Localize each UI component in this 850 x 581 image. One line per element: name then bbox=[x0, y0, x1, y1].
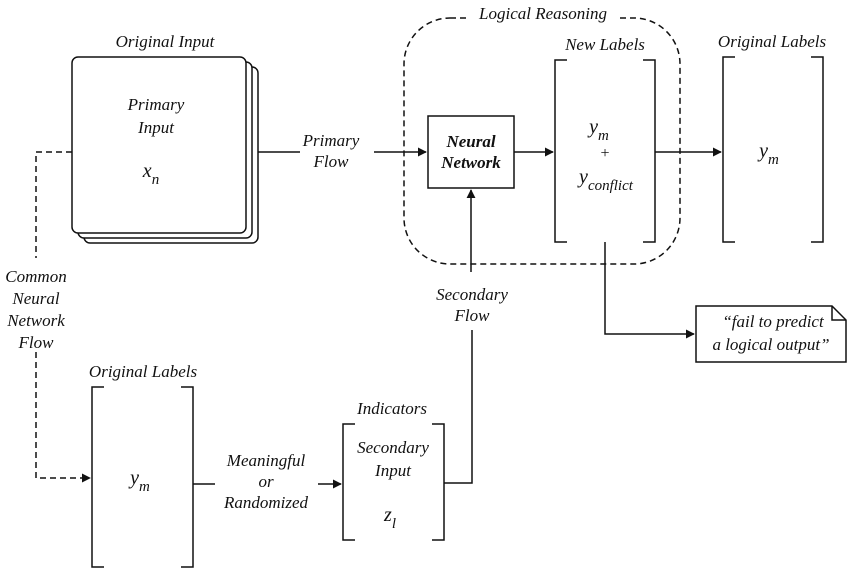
primary-input-label-2: Input bbox=[137, 118, 175, 137]
transform-label-2: or bbox=[258, 472, 274, 491]
secondary-flow-label-1: Secondary bbox=[436, 285, 508, 304]
common-flow-dashed-bottom bbox=[35, 352, 91, 483]
fail-note-line-1: “fail to predict bbox=[722, 312, 825, 331]
new-labels-title: New Labels bbox=[564, 35, 645, 54]
fail-note-box bbox=[695, 305, 847, 363]
neural-network-box bbox=[427, 115, 515, 189]
common-flow-label-4: Flow bbox=[18, 333, 55, 352]
secondary-flow-label-2: Flow bbox=[454, 306, 491, 325]
indicators-left-bracket bbox=[342, 423, 355, 541]
transform-label-3: Randomized bbox=[223, 493, 309, 512]
original-labels-top-left-bracket bbox=[722, 56, 735, 243]
common-flow-label-2: Neural bbox=[11, 289, 60, 308]
new-labels-yconflict: yconflict bbox=[577, 166, 634, 194]
indicators-variable: zl bbox=[383, 504, 396, 532]
original-labels-bottom-left-bracket bbox=[91, 386, 104, 568]
original-labels-bottom-title: Original Labels bbox=[89, 362, 198, 381]
original-labels-top-title: Original Labels bbox=[718, 32, 827, 51]
original-labels-top-right-bracket bbox=[811, 56, 824, 243]
new-labels-plus: + bbox=[600, 145, 609, 162]
indicators-label-1: Secondary bbox=[357, 438, 429, 457]
new-labels-ym: ym bbox=[587, 116, 609, 144]
logical-reasoning-title-bg bbox=[466, 3, 620, 25]
indicators-right-bracket bbox=[432, 423, 445, 541]
fail-note-fold bbox=[831, 306, 846, 321]
original-input-title: Original Input bbox=[116, 32, 216, 51]
common-flow-label-1: Common bbox=[5, 267, 66, 286]
indicators-label-2: Input bbox=[374, 461, 412, 480]
original-labels-bottom-right-bracket bbox=[181, 386, 194, 568]
original-labels-bottom-ym: ym bbox=[128, 467, 150, 495]
fail-note-arrow bbox=[604, 242, 695, 339]
new-labels-left-bracket bbox=[554, 59, 567, 243]
neural-network-label-1: Neural bbox=[445, 132, 495, 151]
fail-note-line-2: a logical output” bbox=[712, 335, 829, 354]
secondary-flow-line-lower bbox=[444, 330, 473, 484]
neural-network-label-2: Network bbox=[440, 153, 501, 172]
original-input-stack bbox=[71, 56, 259, 244]
transform-label-1: Meaningful bbox=[226, 451, 306, 470]
indicators-title: Indicators bbox=[356, 399, 427, 418]
original-labels-top-ym: ym bbox=[757, 140, 779, 168]
logical-reasoning-title: Logical Reasoning bbox=[478, 4, 607, 23]
primary-flow-label-2: Flow bbox=[313, 152, 350, 171]
common-flow-dashed-top bbox=[35, 151, 72, 258]
primary-flow-label-1: Primary bbox=[302, 131, 360, 150]
primary-input-variable: xn bbox=[142, 160, 159, 188]
new-labels-right-bracket bbox=[643, 59, 656, 243]
common-flow-label-3: Network bbox=[6, 311, 65, 330]
primary-input-label-1: Primary bbox=[127, 95, 185, 114]
